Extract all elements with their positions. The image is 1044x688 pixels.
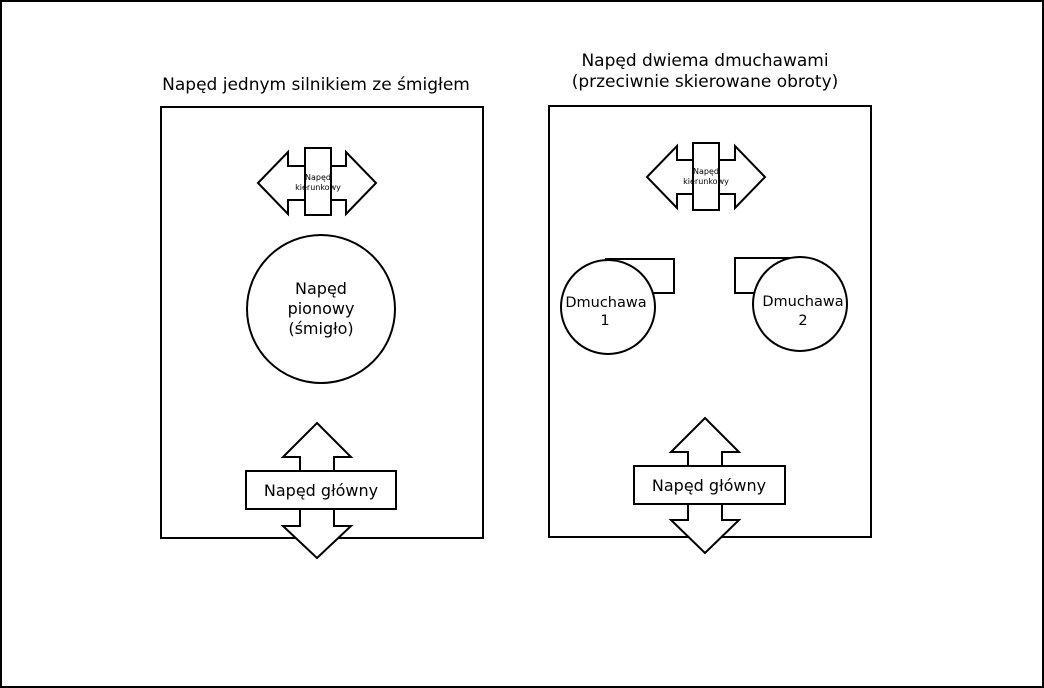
left-main-drive: Napęd główny [245, 421, 397, 560]
right-directional-drive: Napęd kierunkowy [645, 142, 767, 211]
right-main-drive: Napęd główny [633, 416, 786, 555]
right-panel: Napęd dwiema dmuchawami (przeciwnie skie… [548, 51, 872, 555]
left-directional-drive: Napęd kierunkowy [256, 147, 378, 217]
right-main-drive-box [633, 465, 786, 505]
right-title-2: (przeciwnie skierowane obroty) [572, 72, 839, 92]
vertical-label-1: Napęd [295, 279, 347, 298]
right-main-label: Napęd główny [652, 476, 766, 495]
blower-1-label-1: Dmuchawa [565, 295, 646, 311]
left-panel: Napęd jednym silnikiem ze śmigłem Napęd … [160, 75, 484, 560]
right-directional-bar [692, 142, 720, 211]
blower-2-label-2: 2 [798, 313, 807, 329]
blower-2-label-1: Dmuchawa [762, 294, 843, 310]
left-main-label: Napęd główny [264, 481, 378, 500]
blower-1-circle [560, 259, 656, 355]
blower-2: Dmuchawa 2 [734, 256, 848, 352]
left-vertical-drive: Napęd pionowy (śmigło) [246, 234, 396, 384]
left-directional-label-1: Napęd [305, 173, 331, 182]
left-main-drive-box [245, 470, 397, 510]
left-title: Napęd jednym silnikiem ze śmigłem [162, 75, 470, 95]
right-directional-label-1: Napęd [693, 167, 719, 176]
vertical-label-3: (śmigło) [288, 319, 353, 338]
right-directional-label-2: kierunkowy [683, 177, 729, 186]
left-directional-label-2: kierunkowy [295, 183, 341, 192]
right-title-1: Napęd dwiema dmuchawami [581, 51, 828, 71]
blower-1: Dmuchawa 1 [560, 258, 675, 355]
left-directional-bar [304, 147, 332, 216]
blower-2-circle [752, 256, 848, 352]
propeller-circle [246, 234, 396, 384]
vertical-label-2: pionowy [288, 299, 355, 318]
blower-1-label-2: 1 [600, 313, 609, 329]
